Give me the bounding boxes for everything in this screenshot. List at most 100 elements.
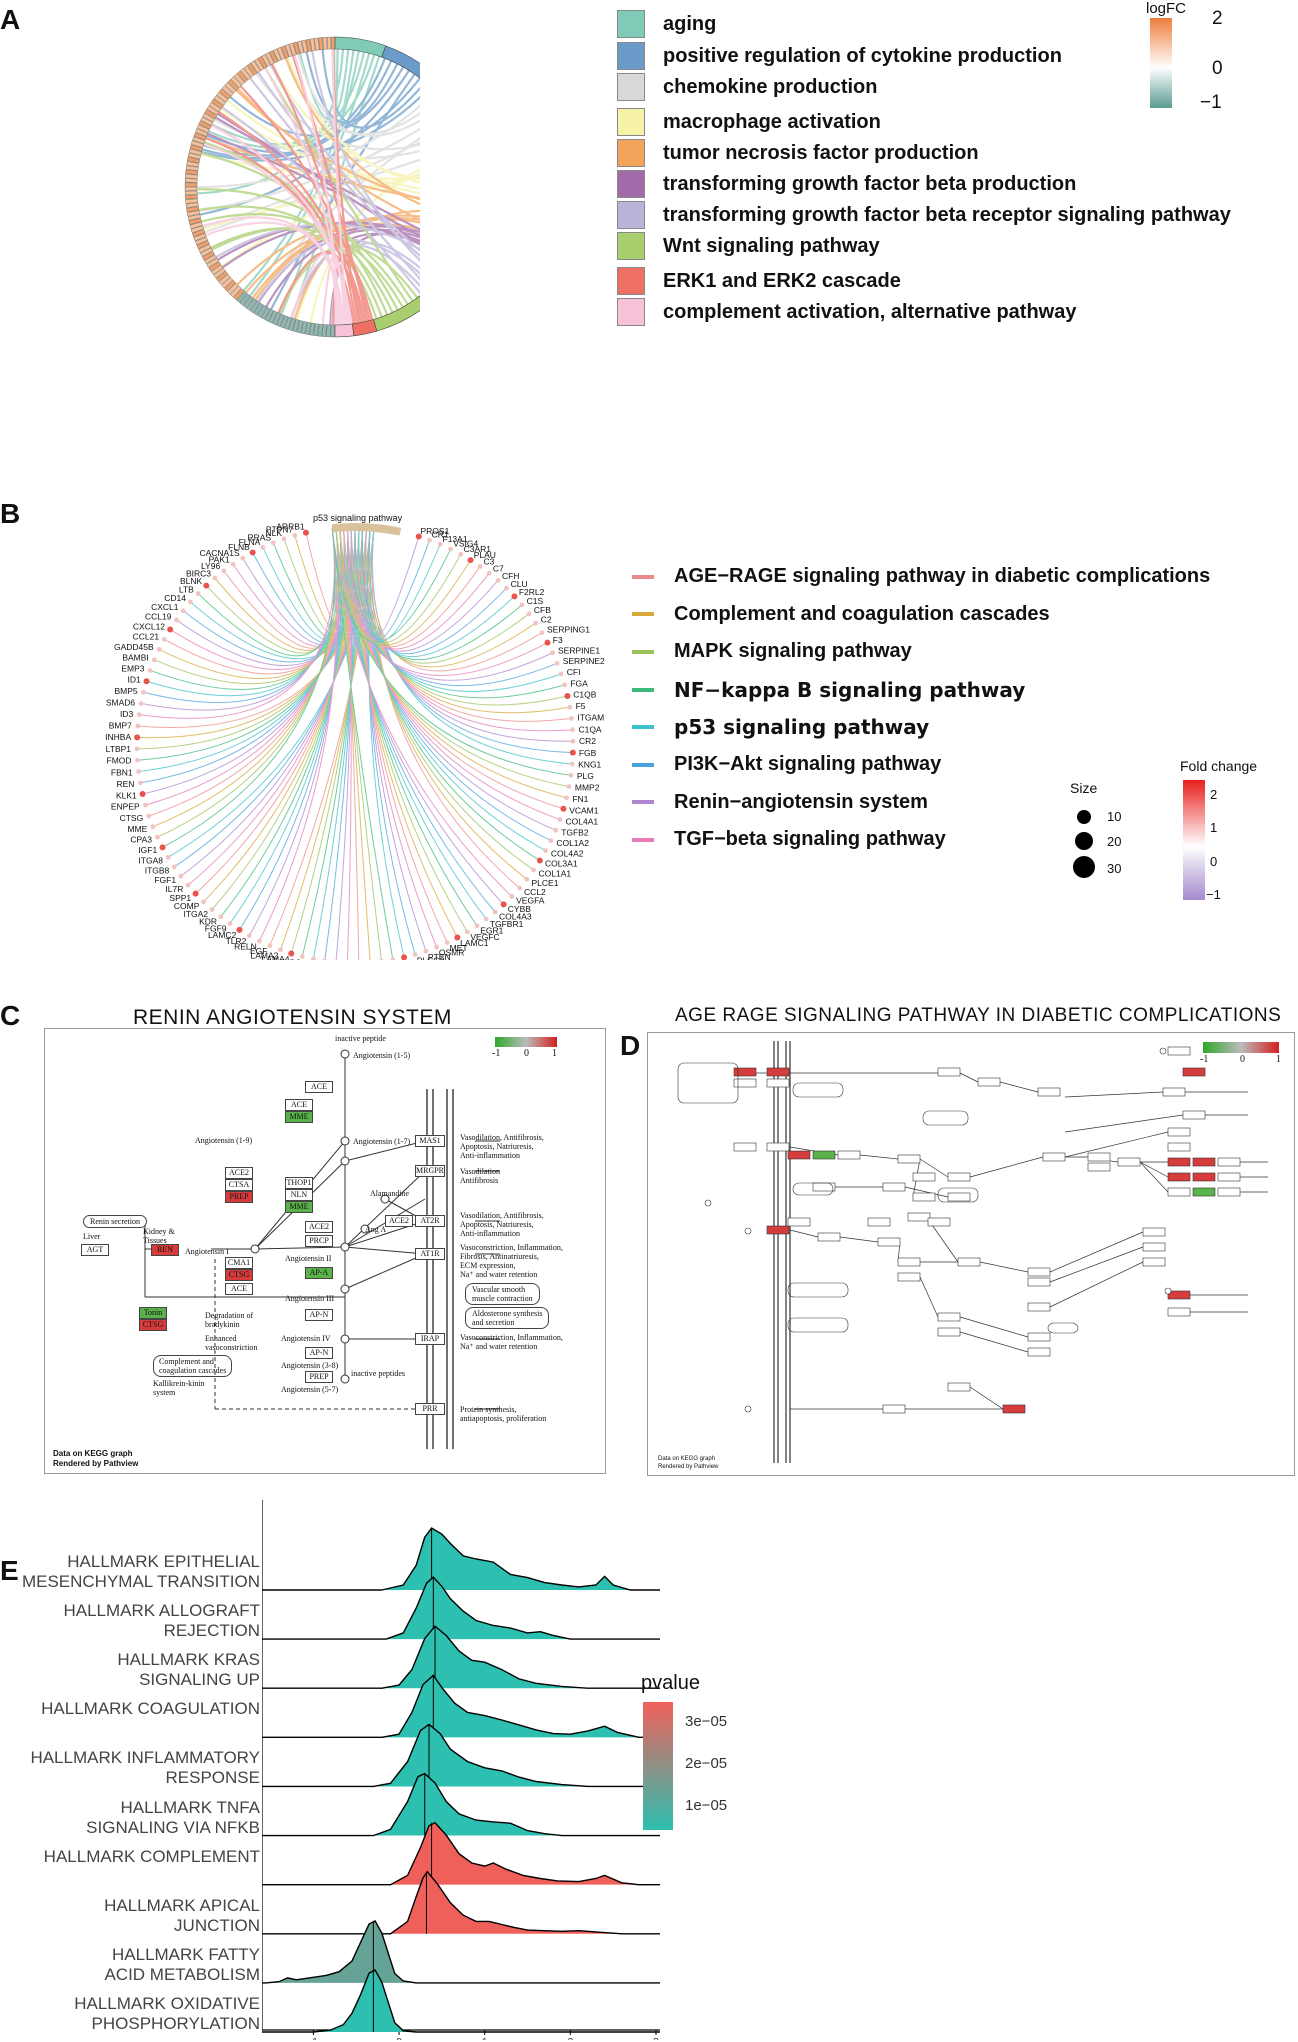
gene-node (531, 868, 536, 873)
gene-link (145, 527, 347, 805)
gene-node (568, 773, 573, 778)
ridge-category-label: HALLMARK COAGULATION (41, 1699, 260, 1719)
gene-label: ID3 (120, 709, 134, 719)
legend-b-label: p53 signaling pathway (674, 715, 929, 739)
pathway-d-gene-box (913, 1173, 935, 1181)
gene-box-prep3: PREP (305, 1371, 333, 1383)
legend-b-item: p53 signaling pathway (632, 715, 929, 739)
label-ang-4: Angiotensin IV (281, 1334, 331, 1343)
pathway-d-gene-box (1168, 1143, 1190, 1151)
gene-node (140, 791, 146, 797)
pathway-d-gene-box (767, 1226, 789, 1234)
label-ang-1-5: Angiotensin (1-5) (353, 1051, 410, 1060)
gene-box-ap-n: AP-N (305, 1309, 333, 1321)
gene-node (240, 556, 245, 561)
gene-box-tonin: Tonin (139, 1307, 167, 1319)
logfc-colorbar (1150, 18, 1172, 108)
legend-a-label: Wnt signaling pathway (663, 235, 880, 258)
pathway-d-gene-box (1183, 1068, 1205, 1076)
size-legend-title: Size (1070, 780, 1097, 796)
pathway-d-edge (960, 1317, 1028, 1337)
panel-b-chord-diagram: p53 signaling pathwayARRB1PTPN7NLKRRASFL… (90, 500, 610, 960)
gene-node (135, 746, 140, 751)
pathway-c-footer-1: Data on KEGG graph (53, 1449, 133, 1458)
gene-label: SERPINE1 (558, 645, 600, 655)
pathway-d-gene-box (1193, 1173, 1215, 1181)
legend-a-label: chemokine production (663, 76, 877, 99)
gene-box-ap-n2: AP-N (305, 1347, 333, 1359)
label-at2-output: Vasodilation, Antifibrosis, Apoptosis, N… (460, 1211, 544, 1238)
gene-box-prcp: PRCP (305, 1235, 333, 1247)
pathway-d-gene-box (1168, 1308, 1190, 1316)
legend-a-swatch (617, 232, 645, 260)
pathway-d-edge (970, 1157, 1043, 1177)
legend-b-label: PI3K−Akt signaling pathway (674, 753, 941, 776)
gene-node (501, 901, 507, 907)
gene-label: PLCE1 (532, 878, 559, 888)
legend-a-label: transforming growth factor beta producti… (663, 173, 1076, 196)
pathway-d-edge (1000, 1082, 1038, 1092)
gene-node (135, 724, 140, 729)
gene-node (203, 583, 209, 589)
pathway-d-gene-box (938, 1068, 960, 1076)
gene-label: COL3A1 (545, 859, 578, 869)
pathway-d-edge (930, 1222, 958, 1262)
pathway-d-scale-max: 1 (1276, 1055, 1281, 1064)
pathway-d-edge (920, 1277, 938, 1317)
pathway-d-gene-box (948, 1193, 970, 1201)
legend-a-swatch (617, 10, 645, 38)
gene-ring-segment (185, 178, 197, 182)
legend-a-label: ERK1 and ERK2 cascade (663, 270, 901, 293)
legend-a-label: complement activation, alternative pathw… (663, 301, 1076, 324)
gene-node (137, 712, 142, 717)
legend-b-label: TGF−beta signaling pathway (674, 828, 946, 851)
gene-node (250, 550, 256, 556)
gene-label: C1QB (573, 690, 596, 700)
gene-node (504, 586, 509, 591)
legend-b-item: AGE−RAGE signaling pathway in diabetic c… (632, 565, 1210, 588)
panel-letter-a: A (0, 4, 20, 36)
pathway-d-edge (1140, 1162, 1168, 1192)
pathway-d-gene-box (948, 1383, 970, 1391)
pathway-c-footer-2: Rendered by Pathview (53, 1459, 138, 1468)
gene-link (359, 527, 515, 657)
gene-node (271, 540, 276, 545)
pvalue-colorbar (643, 1702, 673, 1830)
pathway-d-gene-box (1143, 1228, 1165, 1236)
legend-b-swatch (632, 763, 654, 767)
gene-node (160, 844, 166, 850)
pathway-d-gene-box (813, 1183, 835, 1191)
gene-ring-segment (323, 37, 327, 49)
gene-label: BMP7 (109, 720, 132, 730)
gene-node (564, 795, 569, 800)
gene-node (247, 933, 252, 938)
gene-box-nln: NLN (285, 1189, 313, 1201)
legend-a-item: complement activation, alternative pathw… (617, 298, 1076, 326)
legend-a-item: tumor necrosis factor production (617, 139, 979, 167)
gene-node (478, 564, 483, 569)
pathway-d-process-node (788, 1318, 848, 1332)
gene-node (144, 678, 150, 684)
size-label-20: 20 (1107, 834, 1121, 849)
gene-ring-segment (326, 325, 330, 337)
pathway-c-scale-mid: 0 (524, 1049, 529, 1058)
pathway-d-edge (980, 1262, 1028, 1272)
x-tick-label: 3 (653, 2037, 659, 2040)
pathway-d-gene-box (1143, 1258, 1165, 1266)
legend-a-swatch (617, 267, 645, 295)
gene-label: EMP3 (121, 663, 144, 673)
gene-label: FN1 (572, 794, 588, 804)
legend-a-swatch (617, 298, 645, 326)
gene-label: FMOD (107, 756, 132, 766)
legend-b-label: Renin−angiotensin system (674, 791, 928, 814)
gene-node (267, 943, 272, 948)
gene-label: BAMBI (122, 652, 148, 662)
gene-box-prep: PREP (225, 1191, 253, 1203)
gene-node (148, 668, 153, 673)
legend-a-item: transforming growth factor beta producti… (617, 170, 1076, 198)
gene-box-mme-top: MME (285, 1111, 313, 1123)
gene-node (484, 917, 489, 922)
pvalue-legend-title: pvalue (641, 1672, 700, 1695)
pathway-d-compound (1165, 1288, 1171, 1294)
gene-box-ren: REN (151, 1244, 179, 1256)
